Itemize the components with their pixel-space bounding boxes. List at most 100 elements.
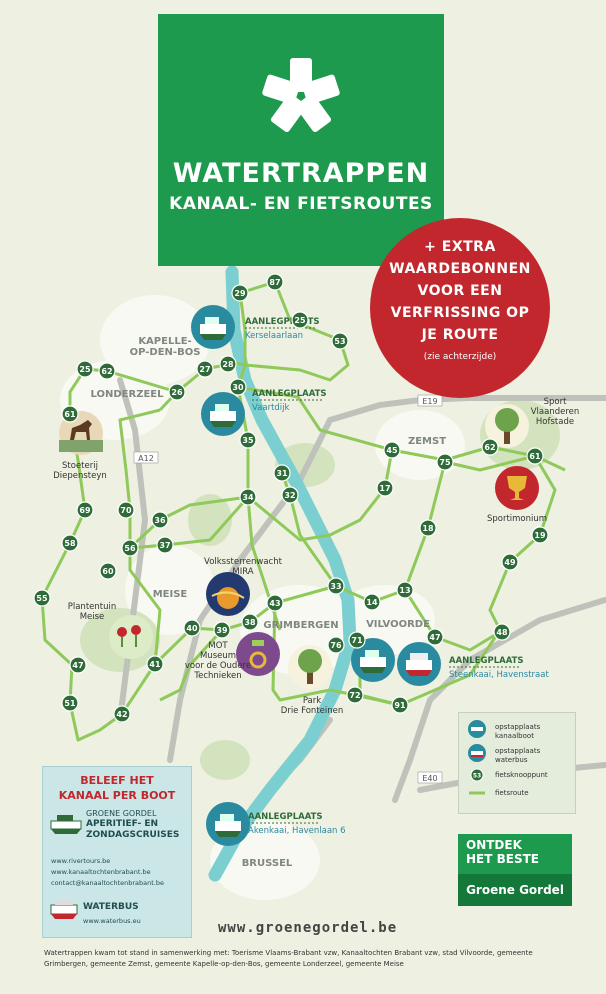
bike-node-42 bbox=[113, 705, 131, 723]
legend-item-route: fietsroute bbox=[495, 789, 529, 797]
bike-node-18 bbox=[419, 519, 437, 537]
town-kapelle-label: KAPELLE-OP-DEN-BOS bbox=[130, 336, 201, 358]
asterisk-logo-icon bbox=[262, 58, 340, 133]
landing-vaartdijk-heading: AANLEGPLAATS bbox=[252, 389, 327, 399]
bike-node-19 bbox=[531, 526, 549, 544]
bike-node-55 bbox=[33, 589, 51, 607]
bike-node-47 bbox=[69, 656, 87, 674]
bike-node-53 bbox=[331, 332, 349, 350]
bike-node-45 bbox=[383, 441, 401, 459]
bike-node-label: 27 bbox=[199, 365, 210, 374]
town-vilvoorde-label: VILVOORDE bbox=[366, 619, 430, 630]
waterbus-steenkaai-icon bbox=[397, 642, 441, 686]
link-kanaaltochten[interactable]: www.kanaaltochtenbrabant.be bbox=[51, 868, 151, 876]
bike-node-label: 13 bbox=[399, 586, 410, 595]
bike-node-58 bbox=[61, 534, 79, 552]
bike-node-13 bbox=[396, 581, 414, 599]
bike-node-label: 71 bbox=[351, 636, 363, 645]
bike-node-34 bbox=[239, 488, 257, 506]
poi-icons bbox=[59, 305, 539, 846]
bike-node-label: 47 bbox=[72, 661, 83, 670]
bike-node-17 bbox=[376, 479, 394, 497]
bike-node-label: 30 bbox=[232, 383, 244, 392]
bike-node-label: 72 bbox=[349, 691, 360, 700]
trophy-icon bbox=[495, 466, 539, 510]
bike-node-76 bbox=[327, 636, 345, 654]
bike-node-label: 31 bbox=[276, 469, 288, 478]
boat-kerselaarlaan-icon bbox=[191, 305, 235, 349]
bike-node-41 bbox=[146, 655, 164, 673]
bike-node-60 bbox=[99, 562, 117, 580]
ontdek-text: ONTDEK HET BESTE bbox=[466, 838, 539, 866]
bike-node-label: 18 bbox=[422, 524, 434, 533]
website-link[interactable]: www.groenegordel.be bbox=[218, 920, 398, 936]
town-areas bbox=[60, 295, 465, 900]
boat-vilvoorde-icon bbox=[351, 638, 395, 682]
bike-node-label: 17 bbox=[379, 484, 390, 493]
legend-item-boat: opstapplaats kanaalboot bbox=[495, 723, 541, 740]
bike-node-61 bbox=[526, 447, 544, 465]
bike-node-label: 62 bbox=[101, 367, 112, 376]
bike-node-39 bbox=[213, 621, 231, 639]
bike-node-56 bbox=[121, 539, 139, 557]
poi-sportimonium-label: Sportimonium bbox=[487, 514, 547, 524]
landing-akenkaai-name: Akenkaai, Havenlaan 6 bbox=[248, 826, 346, 836]
link-rivertours[interactable]: www.rivertours.be bbox=[51, 857, 111, 865]
bike-node-51 bbox=[61, 694, 79, 712]
legend-item-node: fietsknooppunt bbox=[495, 771, 548, 779]
town-grimbergen-label: GRIMBERGEN bbox=[263, 620, 338, 631]
legend-item-waterbus: opstapplaats waterbus bbox=[495, 747, 541, 764]
bike-node-label: 51 bbox=[64, 699, 76, 708]
bike-node-label: 69 bbox=[79, 506, 91, 515]
voucher-badge: + EXTRA WAARDEBONNEN VOOR EEN VERFRISSIN… bbox=[370, 218, 550, 398]
gear-mot-icon bbox=[236, 632, 280, 676]
bike-node-28 bbox=[219, 355, 237, 373]
boat-vaartdijk-icon bbox=[201, 392, 245, 436]
bike-node-14 bbox=[363, 593, 381, 611]
bike-node-label: 26 bbox=[171, 388, 183, 397]
bike-node-label: 55 bbox=[36, 594, 48, 603]
landing-labels: AANLEGPLAATS Kerselaarlaan AANLEGPLAATS … bbox=[245, 317, 549, 836]
bike-node-27 bbox=[196, 360, 214, 378]
bike-node-38 bbox=[241, 613, 259, 631]
bike-node-label: 33 bbox=[330, 582, 341, 591]
ontdek-banner[interactable]: ONTDEK HET BESTE Groene Gordel bbox=[458, 834, 572, 906]
bike-node-32 bbox=[281, 486, 299, 504]
bike-node-72 bbox=[346, 686, 364, 704]
bike-node-label: 43 bbox=[269, 599, 280, 608]
bike-node-label: 40 bbox=[186, 624, 198, 633]
town-labels: KAPELLE-OP-DEN-BOS LONDERZEEL ZEMST MEIS… bbox=[90, 336, 446, 869]
bike-node-62 bbox=[98, 362, 116, 380]
bike-node-label: 61 bbox=[64, 410, 76, 419]
bike-node-label: 47 bbox=[429, 633, 440, 642]
footer-credits: Watertrappen kwam tot stand in samenwerk… bbox=[44, 949, 533, 968]
bike-node-40 bbox=[183, 619, 201, 637]
link-waterbus[interactable]: www.waterbus.eu bbox=[83, 917, 141, 925]
legend-node-icon: 53 bbox=[470, 768, 484, 782]
bike-node-43 bbox=[266, 594, 284, 612]
flowers-icon bbox=[109, 615, 153, 659]
bike-node-75 bbox=[436, 453, 454, 471]
town-zemst-label: ZEMST bbox=[408, 436, 446, 447]
link-contact-email[interactable]: contact@kanaaltochtenbrabant.be bbox=[51, 879, 164, 887]
bike-node-label: 35 bbox=[242, 436, 254, 445]
bike-node-47 bbox=[426, 628, 444, 646]
bike-node-label: 34 bbox=[242, 493, 254, 502]
bike-node-62 bbox=[481, 438, 499, 456]
boat-info-sub1: GROENE GORDEL bbox=[86, 809, 157, 818]
bike-node-29 bbox=[231, 284, 249, 302]
bike-node-label: 25 bbox=[294, 316, 306, 325]
bike-node-label: 70 bbox=[120, 506, 132, 515]
bike-node-label: 19 bbox=[534, 531, 546, 540]
bike-routes bbox=[40, 280, 566, 742]
bike-node-label: 28 bbox=[222, 360, 234, 369]
bike-node-label: 76 bbox=[330, 641, 342, 650]
